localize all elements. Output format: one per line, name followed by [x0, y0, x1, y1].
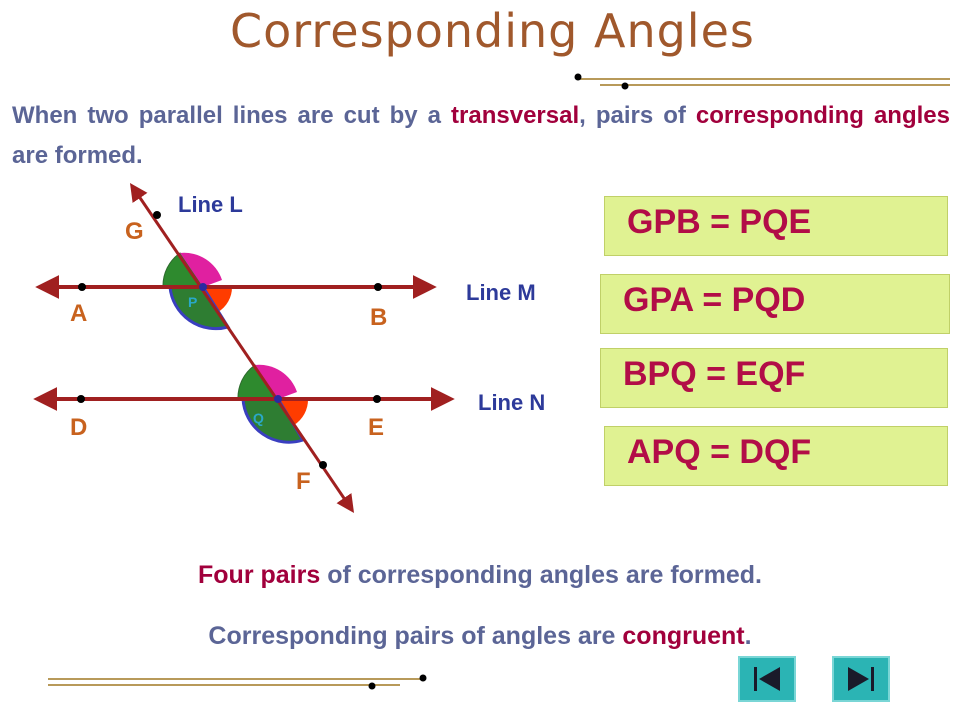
line-m-label: Line M — [466, 280, 536, 305]
four-pairs-highlight: Four pairs — [198, 561, 321, 589]
equation-2: GPA = PQD — [623, 281, 806, 319]
equation-box-1: GPB = PQE — [604, 196, 948, 256]
congruent-suffix: . — [744, 622, 752, 650]
congruent-prefix: Corresponding pairs of angles are — [208, 622, 623, 650]
point-q-label: Q — [253, 410, 264, 426]
transversal-term: transversal — [451, 102, 580, 129]
diagram-points — [77, 211, 382, 469]
line-l-transversal — [129, 183, 355, 513]
line-l-label: Line L — [178, 192, 243, 217]
point-a-label: A — [70, 300, 88, 327]
equation-box-2: GPA = PQD — [600, 274, 950, 334]
equation-3: BPQ = EQF — [623, 355, 806, 393]
congruent-note: Corresponding pairs of angles are congru… — [0, 622, 960, 651]
top-decor-rule — [574, 73, 950, 90]
first-slide-icon — [754, 667, 780, 691]
point-b-label: B — [370, 304, 388, 331]
point-e-label: E — [368, 414, 385, 441]
intro-text-3: are formed. — [12, 142, 143, 169]
equation-box-3: BPQ = EQF — [600, 348, 948, 408]
last-slide-button[interactable] — [832, 656, 890, 702]
intro-text-1: When two parallel lines are cut by a — [12, 102, 452, 129]
line-n-label: Line N — [478, 390, 546, 415]
bottom-decor-rule — [48, 674, 427, 690]
four-pairs-rest: of corresponding angles are formed. — [320, 561, 762, 589]
equation-box-4: APQ = DQF — [604, 426, 948, 486]
point-p-label: P — [188, 294, 198, 310]
intro-paragraph: When two parallel lines are cut by a tra… — [12, 96, 950, 176]
equation-4: APQ = DQF — [627, 433, 812, 471]
corresponding-angles-term: corresponding angles — [695, 102, 950, 129]
page-title: Corresponding Angles — [230, 4, 755, 58]
point-f-label: F — [296, 468, 311, 495]
first-slide-button[interactable] — [738, 656, 796, 702]
congruent-word: congruent — [622, 622, 745, 650]
point-d-label: D — [70, 414, 88, 441]
last-slide-icon — [848, 667, 874, 691]
four-pairs-note: Four pairs of corresponding angles are f… — [0, 561, 960, 590]
intro-text-2: , pairs of — [579, 102, 696, 129]
point-g-label: G — [125, 218, 144, 245]
equation-1: GPB = PQE — [627, 203, 812, 241]
